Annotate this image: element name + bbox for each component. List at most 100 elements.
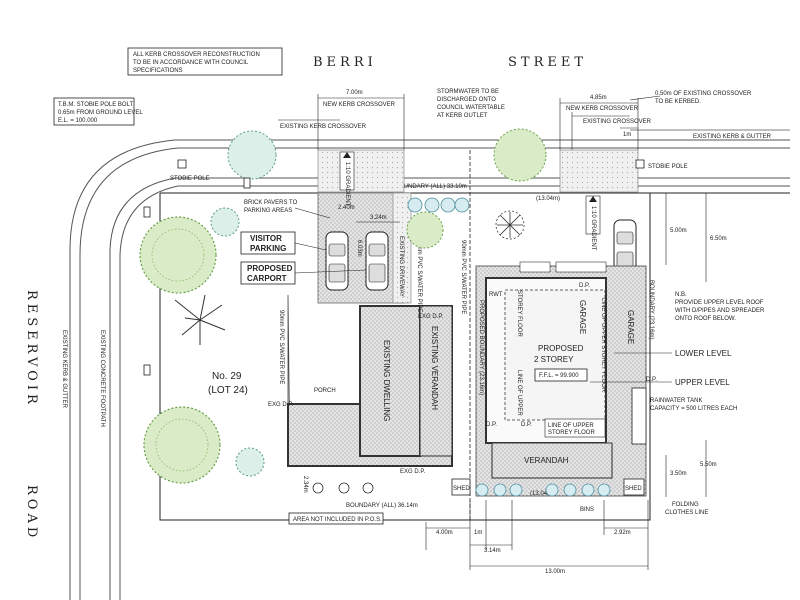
new-kerb-crossover-label-2: NEW KERB CROSSOVER xyxy=(566,106,639,112)
gradient-arrow-left: 1:10 GRADIENT xyxy=(339,151,355,207)
proposed-boundary-label: PROPOSED BOUNDARY (23.16m) xyxy=(478,300,484,395)
tree-small-mid xyxy=(406,211,444,249)
line-of-upper-vertical: LINE OF UPPER xyxy=(516,370,522,416)
level-legend: LOWER LEVEL UPPER LEVEL xyxy=(590,349,732,387)
existing-driveway-strip xyxy=(392,192,412,304)
pvc-pipe-mid-label: 90mm PVC S/WATER PIPE xyxy=(416,238,422,312)
shed-right-label: SHED xyxy=(625,486,642,492)
new-kerb-crossover-label: NEW KERB CROSSOVER xyxy=(323,102,396,108)
garage-label-1: GARAGE xyxy=(578,300,587,334)
exg-dp-label-left: EXG D.P. xyxy=(268,402,294,408)
dim-3-14m: 3.14m xyxy=(484,548,501,554)
proposed-carport-box: PROPOSED CARPORT xyxy=(240,261,367,285)
bins-label: BINS xyxy=(580,507,594,513)
dim-6-03m: 6.03m xyxy=(356,240,362,257)
svg-text:CARPORT: CARPORT xyxy=(247,274,287,283)
storey-floor-vertical: STOREY FLOOR xyxy=(516,290,522,337)
visitor-parking-box: VISITOR PARKING xyxy=(240,231,327,255)
lot-number: No. 29 xyxy=(212,371,242,382)
svg-text:STOBIE POLE: STOBIE POLE xyxy=(170,176,210,182)
svg-text:N.B.: N.B. xyxy=(675,292,687,298)
svg-text:AT KERB OUTLET: AT KERB OUTLET xyxy=(437,113,488,119)
two-storey-label: 2 STOREY xyxy=(534,355,574,364)
svg-text:BRICK PAVERS TO: BRICK PAVERS TO xyxy=(244,200,298,206)
existing-driveway-label: EXISTING DRIVEWAY xyxy=(398,236,404,297)
stobie-pole-right: STOBIE POLE xyxy=(635,159,688,170)
dim-4m: 4.00m xyxy=(436,530,453,536)
line-upper-storey-vertical: LINE OF UPPER STOREY FLOOR xyxy=(600,298,606,393)
existing-kerb-gutter-label: EXISTING KERB & GUTTER xyxy=(693,134,772,140)
dp-label-2: D.P. xyxy=(486,422,497,428)
verandah-label: VERANDAH xyxy=(524,456,569,465)
svg-text:WITH D/PIPES AND SPREADER: WITH D/PIPES AND SPREADER xyxy=(675,308,765,314)
pvc-pipe-left-label: 90mm PVC S/WATER PIPE xyxy=(278,310,284,384)
dim-2-92m: 2.92m xyxy=(614,530,631,536)
svg-text:0.65m FROM GROUND LEVEL: 0.65m FROM GROUND LEVEL xyxy=(58,110,143,116)
brick-pavers-label: BRICK PAVERS TO PARKING AREAS xyxy=(244,200,331,219)
note-nb: N.B. PROVIDE UPPER LEVEL ROOF WITH D/PIP… xyxy=(675,292,765,322)
area-not-included-box: AREA NOT INCLUDED IN P.O.S. xyxy=(288,512,384,525)
rainwater-tank: RAINWATER TANK CAPACITY = 500 LITRES EAC… xyxy=(631,387,737,445)
car-right xyxy=(613,219,637,279)
svg-text:T.B.M. STOBIE POLE BOLT: T.B.M. STOBIE POLE BOLT xyxy=(58,102,133,108)
svg-text:UPPER LEVEL: UPPER LEVEL xyxy=(675,378,730,387)
site-boundary xyxy=(159,193,651,521)
svg-text:COUNCIL WATERTABLE: COUNCIL WATERTABLE xyxy=(437,105,505,111)
dim-5-5m: 5.50m xyxy=(700,462,717,468)
dim-2-34m: 2.34m xyxy=(302,476,308,493)
existing-kerb-gutter-vertical-label: EXISTING KERB & GUTTER xyxy=(61,330,67,409)
svg-text:STOBIE POLE: STOBIE POLE xyxy=(648,164,688,170)
boundary-bottom-label: BOUNDARY (ALL) 36.14m xyxy=(346,503,418,509)
verge-left xyxy=(317,149,405,193)
tree-small-tl xyxy=(210,207,240,237)
ffl-box: F.F.L. = 99.900 xyxy=(534,368,588,382)
rwt-label: RWT xyxy=(489,292,503,298)
car-carport xyxy=(365,231,389,291)
tree-small-bl xyxy=(235,447,265,477)
svg-text:CLOTHES LINE: CLOTHES LINE xyxy=(665,510,708,516)
note-stobie-bolt: T.B.M. STOBIE POLE BOLT 0.65m FROM GROUN… xyxy=(53,97,143,126)
dim-7m: 7.00m xyxy=(346,90,363,96)
svg-text:VISITOR: VISITOR xyxy=(250,234,282,243)
dp-label-3: D.P. xyxy=(521,422,532,428)
boundary-right-label: BOUNDARY (23.16m) xyxy=(648,280,654,339)
car-visitor xyxy=(325,231,349,291)
street-name-reservoir: RESERVOIR xyxy=(24,290,39,408)
dim-13-04m-top: (13.04m) xyxy=(536,196,560,202)
tree-large-bottom-left xyxy=(143,406,221,484)
svg-text:STOREY FLOOR: STOREY FLOOR xyxy=(548,430,595,436)
svg-text:1:10 GRADIENT: 1:10 GRADIENT xyxy=(590,206,596,251)
kerb-lines xyxy=(69,139,790,600)
svg-text:TO BE IN ACCORDANCE WITH COUNC: TO BE IN ACCORDANCE WITH COUNCIL xyxy=(133,60,249,66)
hedge-top xyxy=(407,197,470,213)
shed-right xyxy=(623,478,645,496)
dim-3-24m-top: 3.24m xyxy=(370,215,387,221)
existing-kerb-crossover-label: EXISTING KERB CROSSOVER xyxy=(280,124,367,130)
note-stormwater: STORMWATER TO BE DISCHARGED ONTO COUNCIL… xyxy=(437,89,505,119)
svg-text:1:10 GRADIENT: 1:10 GRADIENT xyxy=(344,162,350,207)
garage-label-2: GARAGE xyxy=(626,310,635,344)
svg-text:F.F.L. = 99.900: F.F.L. = 99.900 xyxy=(539,373,579,379)
dim-1m-bottom: 1m xyxy=(474,530,482,536)
exg-dp-label-top: EXG D.P. xyxy=(418,314,444,320)
hedge-bottom xyxy=(475,483,611,497)
svg-text:EXISTING DWELLING: EXISTING DWELLING xyxy=(382,340,391,421)
svg-text:PROPOSED: PROPOSED xyxy=(247,264,293,273)
svg-text:STORMWATER TO BE: STORMWATER TO BE xyxy=(437,89,499,95)
verge-right xyxy=(559,149,639,193)
tree-street-right xyxy=(493,128,547,182)
bottom-dims xyxy=(425,500,649,570)
svg-text:AREA NOT INCLUDED IN P.O.S.: AREA NOT INCLUDED IN P.O.S. xyxy=(293,517,382,523)
tree-street-left xyxy=(227,130,277,180)
pvc-pipe-right-label: 90mm PVC S/WATER PIPE xyxy=(460,240,466,314)
dim-4-85m: 4.85m xyxy=(590,95,607,101)
exg-dp-label-bottom: EXG D.P. xyxy=(400,469,426,475)
lot-id: (LOT 24) xyxy=(208,385,248,396)
existing-concrete-footpath-label: EXISTING CONCRETE FOOTPATH xyxy=(99,330,105,427)
note-existing-crossover: 0.50m OF EXISTING CROSSOVER TO BE KERBED… xyxy=(655,91,752,105)
svg-text:PROVIDE UPPER LEVEL ROOF: PROVIDE UPPER LEVEL ROOF xyxy=(675,300,764,306)
right-dims xyxy=(665,193,707,497)
stobie-pole-left: STOBIE POLE xyxy=(170,159,210,182)
flower-bed xyxy=(495,210,525,240)
